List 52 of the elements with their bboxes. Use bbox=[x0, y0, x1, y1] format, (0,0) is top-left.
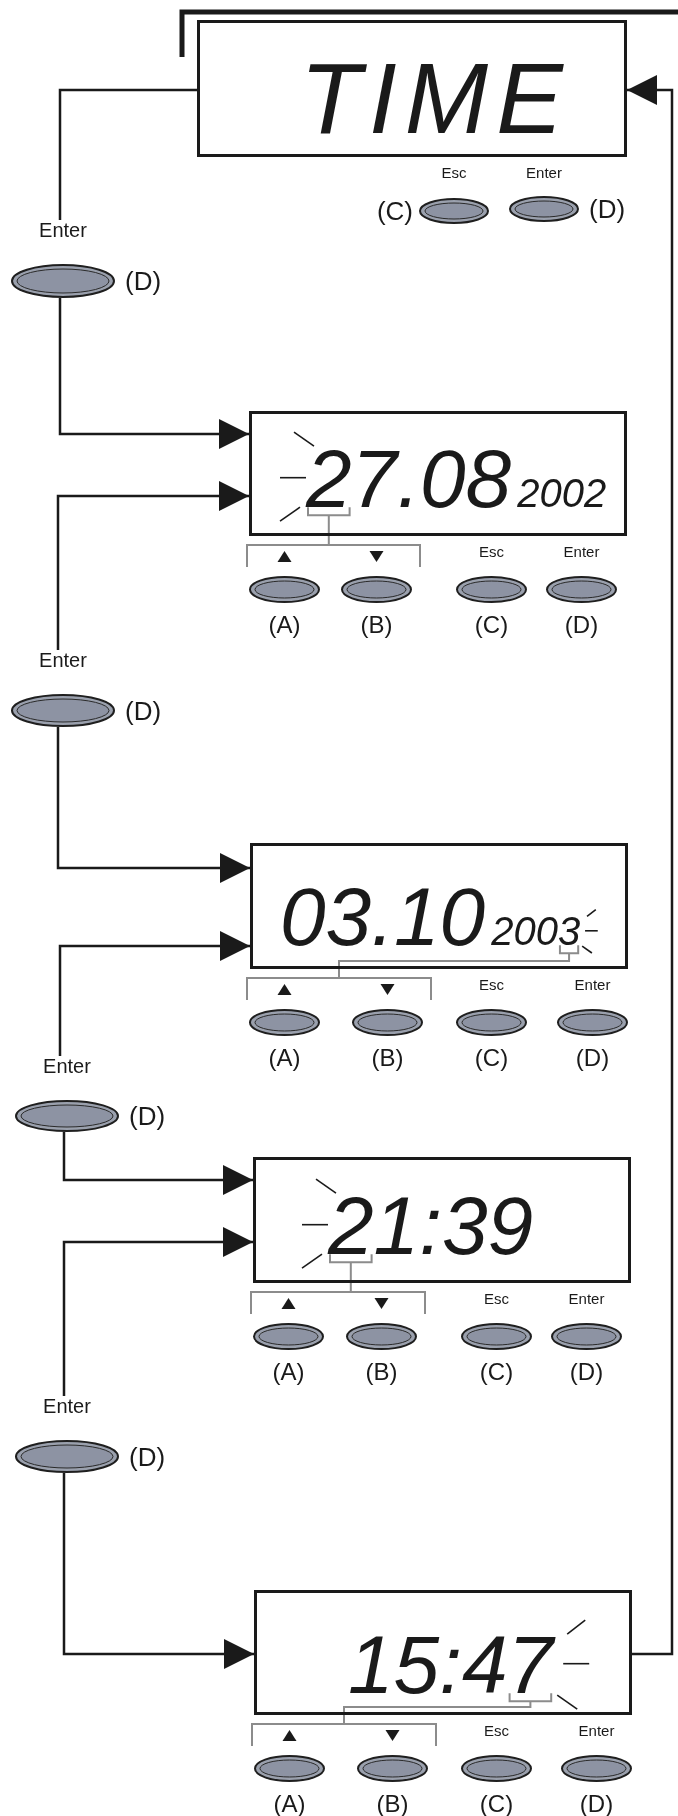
arrow bbox=[56, 481, 249, 650]
button-label: Enter bbox=[39, 220, 87, 240]
arrow bbox=[56, 727, 250, 883]
lcd-display bbox=[249, 411, 627, 536]
button-label: Enter bbox=[563, 544, 600, 559]
button-letter: (D) bbox=[569, 1360, 604, 1384]
lcd-display bbox=[197, 20, 627, 157]
button-label: Esc bbox=[441, 165, 467, 180]
button-letter: (C) bbox=[479, 1360, 514, 1384]
button-letter: (D) bbox=[125, 268, 162, 294]
lcd-text: 15:47 bbox=[348, 1619, 554, 1710]
button-letter: (D) bbox=[129, 1443, 166, 1470]
lcd-text: 2002 bbox=[517, 471, 607, 515]
button-letter: (C) bbox=[474, 1046, 509, 1070]
button-letter: (D) bbox=[125, 697, 162, 724]
button-label: Enter bbox=[578, 1723, 615, 1738]
button-letter: (C) bbox=[376, 198, 413, 224]
button-letter: (B) bbox=[360, 613, 393, 637]
lcd-display bbox=[254, 1590, 632, 1715]
lcd-display bbox=[250, 843, 628, 969]
lcd-text: 03.10 bbox=[280, 871, 486, 962]
button-label: Enter bbox=[574, 977, 611, 992]
button-letter: (A) bbox=[272, 1360, 305, 1384]
arrow bbox=[62, 1132, 253, 1195]
arrow bbox=[58, 298, 249, 449]
button-label: Esc bbox=[479, 977, 504, 992]
lcd-text: 21:39 bbox=[328, 1180, 534, 1271]
button-label: Enter bbox=[526, 165, 562, 180]
button-label: Esc bbox=[484, 1723, 509, 1738]
lcd-display bbox=[253, 1157, 631, 1283]
button-letter: (D) bbox=[589, 196, 626, 222]
button-label: Esc bbox=[484, 1291, 509, 1306]
button-label: Enter bbox=[43, 1396, 91, 1416]
button-letter: (D) bbox=[129, 1103, 166, 1129]
arrow bbox=[62, 1227, 253, 1396]
button-letter: (B) bbox=[371, 1046, 404, 1070]
button-label: Enter bbox=[568, 1291, 605, 1306]
button-letter: (A) bbox=[268, 1046, 301, 1070]
arrow bbox=[58, 931, 250, 1056]
button-letter: (D) bbox=[564, 613, 599, 637]
button-label: Enter bbox=[39, 650, 87, 670]
lcd-text: TIME bbox=[300, 42, 571, 154]
lcd-text: 2003 bbox=[491, 909, 581, 953]
button-label: Esc bbox=[479, 544, 504, 559]
button-letter: (A) bbox=[268, 613, 301, 637]
button-label: Enter bbox=[43, 1056, 91, 1076]
lcd-text: 27.08 bbox=[306, 433, 512, 524]
button-letter: (D) bbox=[575, 1046, 610, 1070]
button-letter: (B) bbox=[365, 1360, 398, 1384]
arrow bbox=[62, 1473, 254, 1669]
button-letter: (C) bbox=[474, 613, 509, 637]
arrow bbox=[627, 75, 674, 1656]
